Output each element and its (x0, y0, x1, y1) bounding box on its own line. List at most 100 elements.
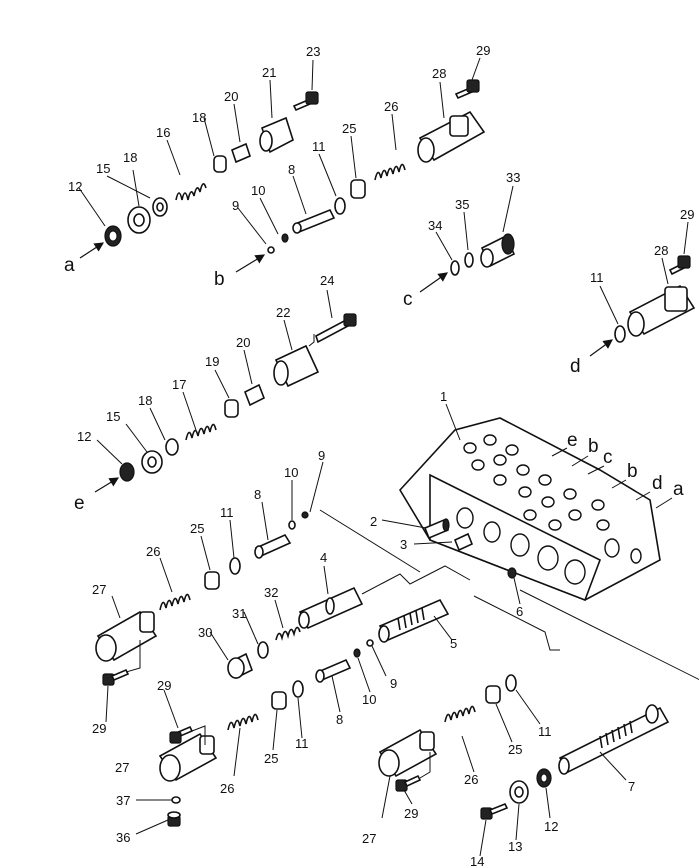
nut-12-d (536, 768, 552, 788)
body-letter-a: a (673, 479, 684, 500)
callout-34: 34 (428, 218, 442, 233)
ball-9 (267, 246, 275, 254)
spring-26-b (159, 593, 191, 611)
body-letter-e: e (567, 430, 578, 451)
callout-numbers: 23 29 21 28 20 26 16 18 25 11 18 15 8 33… (68, 43, 694, 868)
callout-12: 12 (68, 179, 82, 194)
callout-11-e: 11 (538, 724, 552, 739)
callout-8-b: 8 (254, 487, 261, 502)
callout-32: 32 (264, 585, 278, 600)
spring-32 (275, 626, 301, 642)
valve-body-1 (399, 417, 661, 602)
cap-22 (273, 344, 320, 388)
callout-21: 21 (262, 65, 276, 80)
callout-30: 30 (198, 625, 212, 640)
cap-28-d (627, 284, 696, 337)
bolt-23 (292, 91, 319, 112)
callout-18: 18 (192, 110, 206, 125)
callout-29-d: 29 (680, 207, 694, 222)
body-letter-b: b (588, 436, 599, 457)
callout-20-e: 20 (236, 335, 250, 350)
leader-24 (308, 334, 315, 347)
callout-23: 23 (306, 44, 320, 59)
stopper-20 (231, 142, 251, 164)
spring-17 (185, 423, 217, 441)
retainer-19 (224, 399, 239, 418)
callout-10-c: 10 (362, 692, 376, 707)
fourth-row-assembly (158, 639, 374, 827)
callout-16: 16 (156, 125, 170, 140)
arrow-a (79, 242, 105, 259)
plug-33 (480, 233, 516, 268)
bolt-24 (315, 313, 357, 344)
cap-21 (259, 116, 294, 154)
cap-28 (417, 110, 486, 163)
callout-leaders (78, 57, 689, 857)
third-row-assembly (95, 511, 309, 686)
ball-9-b (301, 511, 309, 519)
spring-16 (175, 183, 207, 201)
oring-11-b (229, 557, 241, 575)
oring-11-c (292, 680, 304, 698)
spool-5 (378, 598, 450, 643)
letter-d: d (570, 356, 581, 377)
bolt-29-d2 (395, 774, 422, 792)
second-row-assembly (119, 313, 357, 482)
arrow-c (419, 272, 448, 293)
arrow-d (589, 339, 613, 357)
callout-29: 29 (476, 43, 490, 58)
fifth-row-assembly (378, 674, 670, 820)
washer-15-e (141, 450, 163, 474)
callout-4: 4 (320, 550, 327, 565)
top-row-assembly (104, 79, 486, 254)
callout-10-b: 10 (284, 465, 298, 480)
callout-15-e: 15 (106, 409, 120, 424)
spring-26-c (227, 713, 259, 731)
arrow-e (94, 477, 120, 493)
callout-26-d: 26 (464, 772, 478, 787)
callout-1: 1 (440, 389, 447, 404)
washer-15 (127, 206, 151, 234)
callout-9: 9 (232, 198, 239, 213)
spool-7 (558, 704, 670, 775)
bolt-29 (454, 79, 480, 100)
retainer-25-c (271, 691, 287, 710)
cap-27-c (158, 732, 218, 782)
leader-7 (519, 589, 699, 681)
ball-9-c (366, 639, 374, 647)
letter-e: e (74, 493, 85, 514)
callout-29-c: 29 (157, 678, 171, 693)
callout-27-c: 27 (115, 760, 129, 775)
body-letter-d: d (652, 473, 663, 494)
plug-3 (453, 532, 474, 552)
leader-9 (319, 509, 421, 573)
cap-27-b (95, 610, 158, 662)
callout-10: 10 (251, 183, 265, 198)
seat-18 (152, 197, 168, 217)
callout-11-b: 11 (220, 505, 234, 520)
stopper-20-e (243, 383, 266, 407)
callout-18-b: 18 (123, 150, 137, 165)
callout-7: 7 (628, 779, 635, 794)
seat-18-e (165, 438, 179, 456)
callout-27-d: 27 (362, 831, 376, 846)
callout-11-d: 11 (590, 270, 604, 285)
callout-27-b: 27 (92, 582, 106, 597)
plug-assembly-c (450, 233, 516, 276)
oring-34 (450, 260, 460, 276)
oring-11-d2 (505, 674, 517, 692)
spring-26 (374, 163, 406, 181)
cap-assembly-d (614, 255, 696, 343)
callout-12-c: 12 (544, 819, 558, 834)
callout-26-c: 26 (220, 781, 234, 796)
callout-12-e: 12 (77, 429, 91, 444)
plug-2 (423, 518, 450, 540)
oring-11-d (614, 325, 626, 343)
callout-5: 5 (450, 636, 457, 651)
retainer-25 (350, 179, 366, 199)
callout-25-b: 25 (190, 521, 204, 536)
callout-25: 25 (342, 121, 356, 136)
callout-29-b: 29 (92, 721, 106, 736)
letter-a: a (64, 255, 75, 276)
